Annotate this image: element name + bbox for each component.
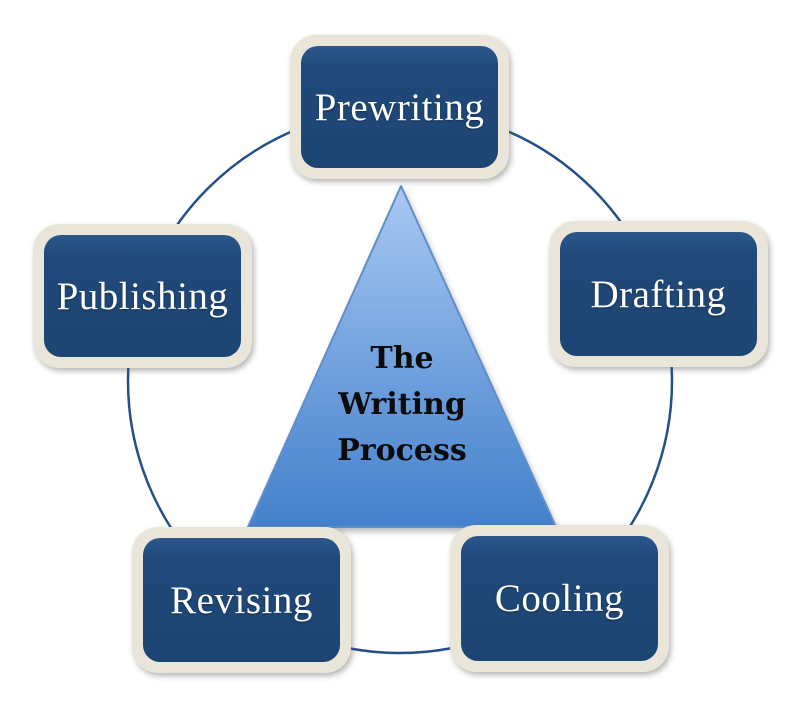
node-revising-label: Revising [170,578,313,622]
node-drafting: Drafting [549,221,768,367]
node-cooling-label: Cooling [494,577,625,620]
node-cooling: Cooling [450,525,669,672]
node-publishing-panel: Publishing [44,235,241,357]
node-drafting-panel: Drafting [560,232,757,356]
node-publishing: Publishing [33,224,252,368]
node-cooling-panel: Cooling [461,536,658,661]
diagram-title: The Writing Process [292,336,512,474]
center-triangle [247,185,557,528]
title-line-2: Writing [338,387,466,422]
node-prewriting: Prewriting [290,35,509,179]
title-line-1: The [370,341,434,376]
node-drafting-label: Drafting [590,272,727,316]
node-revising-panel: Revising [143,538,340,662]
node-revising: Revising [132,527,351,673]
title-line-3: Process [337,433,467,468]
node-prewriting-panel: Prewriting [301,46,498,168]
node-publishing-label: Publishing [56,274,229,318]
node-prewriting-label: Prewriting [314,85,485,129]
